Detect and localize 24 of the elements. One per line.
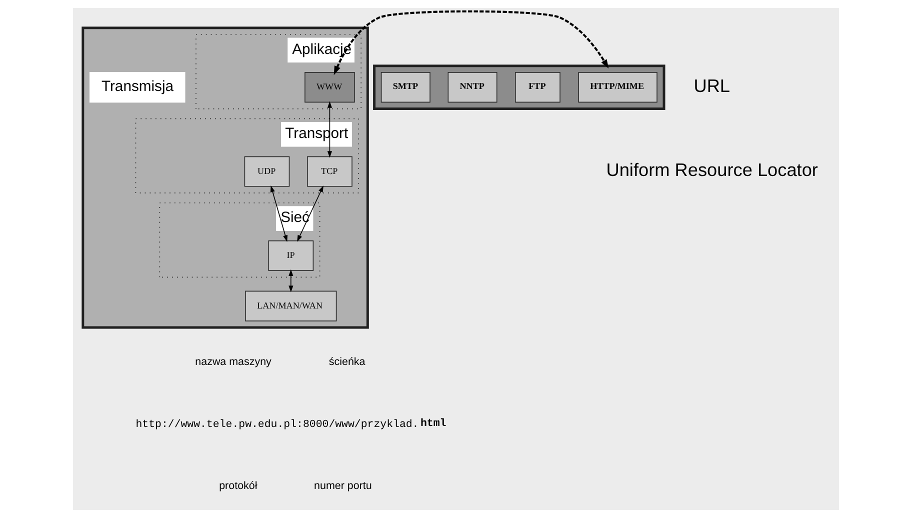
node-box: Transmisja [89,72,185,103]
node-box: IP [268,240,314,271]
node-box: UDP [244,156,290,187]
node-box: NNTP [447,72,497,103]
arrow [270,186,288,242]
node-box: SMTP [380,72,430,103]
label: URL [693,76,730,96]
arrow [333,10,608,76]
label: numer portu [314,480,372,492]
node-box: TCP [306,156,352,187]
arrow [326,101,332,158]
arrow [288,269,293,292]
node-box: WWW [304,72,354,103]
node-box: LAN/MAN/WAN [244,290,336,322]
arrow [296,186,323,242]
cluster [81,26,368,329]
label: ścieńka [328,356,365,368]
label: protokół [218,480,257,492]
cluster [372,64,665,110]
label: Uniform Resource Locator [606,160,818,180]
node-box: HTTP/MIME [578,72,657,103]
label: http://www.tele.pw.edu.pl:8000/www/przyklad.html [135,418,446,431]
node-box: FTP [514,72,560,103]
label: nazwa maszyny [194,356,271,368]
